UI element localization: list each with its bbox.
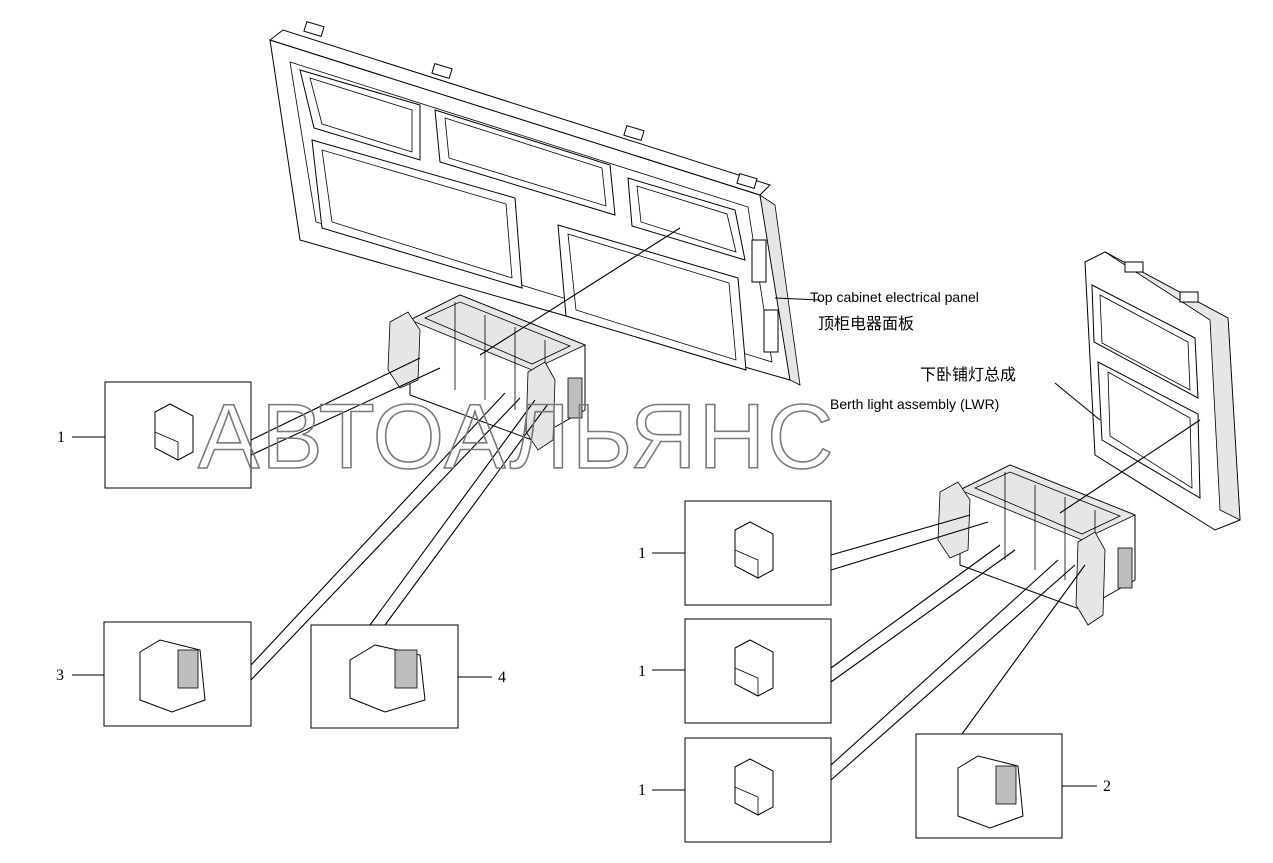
watermark: АВТОАЛЬЯНС bbox=[198, 386, 836, 488]
detail-box-left-4 bbox=[310, 624, 459, 729]
detail-box-right-1a bbox=[684, 500, 832, 606]
berth-label-cn: 下卧铺灯总成 bbox=[920, 365, 1016, 384]
detail-box-right-1b bbox=[684, 618, 832, 724]
callout-left-1: 1 bbox=[57, 429, 65, 446]
panel-label-cn: 顶柜电器面板 bbox=[818, 314, 914, 333]
top-cabinet-panel bbox=[268, 20, 801, 386]
detail-box-left-3 bbox=[103, 621, 252, 727]
detail-box-left-1 bbox=[104, 381, 252, 489]
berth-label-en: Berth light assembly (LWR) bbox=[830, 396, 999, 412]
berth-light-assembly bbox=[1084, 251, 1241, 531]
detail-box-right-1c bbox=[684, 737, 832, 843]
panel-label-en: Top cabinet electrical panel bbox=[810, 289, 979, 305]
detail-box-right-2 bbox=[915, 733, 1063, 839]
callout-left-3: 3 bbox=[56, 667, 64, 684]
right-switch-holder bbox=[937, 464, 1137, 626]
callout-right-1c: 1 bbox=[638, 782, 646, 799]
callout-right-1a: 1 bbox=[638, 545, 646, 562]
callout-left-4: 4 bbox=[498, 669, 506, 686]
callout-right-2: 2 bbox=[1103, 778, 1111, 795]
connector-lines bbox=[72, 227, 1201, 791]
left-switch-holder bbox=[387, 294, 587, 451]
callout-right-1b: 1 bbox=[638, 663, 646, 680]
